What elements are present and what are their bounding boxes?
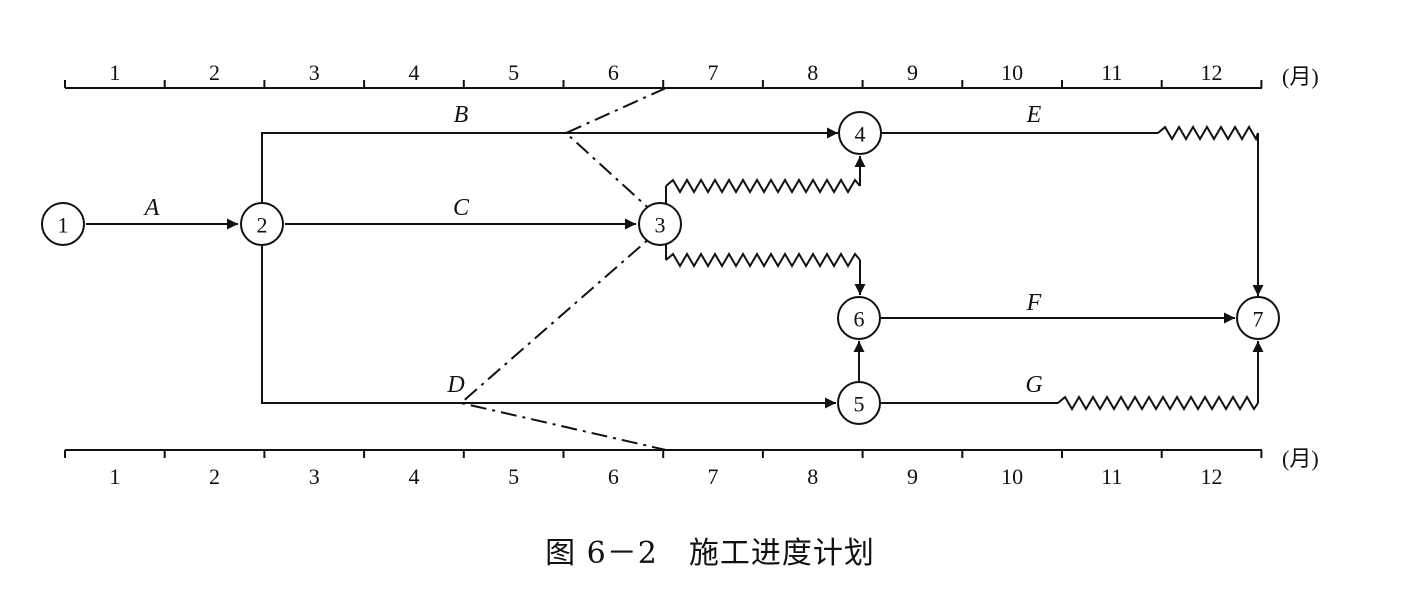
node-4: 4: [838, 111, 882, 155]
dummy-3-4-wave: [665, 178, 861, 194]
node-5: 5: [837, 381, 881, 425]
activity-e: E: [881, 102, 1264, 296]
activity-b-arrow: [261, 127, 838, 202]
node-2-label: 2: [257, 213, 268, 238]
bottom-scale-month-label: 3: [309, 464, 320, 489]
bottom-scale-month-label: 5: [508, 464, 519, 489]
figure-caption: 图 6－2 施工进度计划: [545, 536, 875, 571]
node-1: 1: [41, 202, 85, 246]
top-scale-month-label: 3: [309, 60, 320, 85]
activity-g-label: G: [1025, 372, 1042, 398]
dummy-3-4: [665, 156, 866, 206]
activity-e-free-float-wave: [1157, 125, 1259, 142]
node-3: 3: [638, 202, 682, 246]
activity-b: B: [261, 102, 838, 202]
bottom-scale-month-label: 12: [1201, 464, 1223, 489]
dummy-3-6: [665, 242, 866, 295]
node-6-label: 6: [854, 307, 865, 332]
node-3-label: 3: [655, 213, 666, 238]
top-scale-month-label: 9: [907, 60, 918, 85]
top-scale-month-label: 2: [209, 60, 220, 85]
node-7: 7: [1236, 296, 1280, 340]
top-scale-month-label: 12: [1201, 60, 1223, 85]
node-2: 2: [240, 202, 284, 246]
dummy-3-6-wave: [665, 252, 861, 268]
top-scale-month-label: 4: [408, 60, 419, 85]
node-7-label: 7: [1253, 307, 1264, 332]
activity-d-label: D: [446, 372, 464, 398]
top-scale-month-label: 10: [1001, 60, 1023, 85]
activity-e-label: E: [1026, 102, 1042, 128]
activity-d: D: [261, 246, 836, 409]
node-6: 6: [837, 296, 881, 340]
bottom-scale-month-label: 1: [109, 464, 120, 489]
activity-f: F: [881, 290, 1235, 324]
activity-g: G: [881, 341, 1264, 411]
node-4-label: 4: [855, 122, 866, 147]
bottom-scale-month-label: 2: [209, 464, 220, 489]
activity-a-label: A: [143, 195, 160, 221]
activity-c-label: C: [453, 195, 470, 221]
top-scale-month-label: 6: [608, 60, 619, 85]
bottom-unit-label: (月): [1282, 446, 1319, 471]
activity-d-arrow: [261, 246, 836, 409]
activity-b-label: B: [454, 102, 469, 128]
top-scale-month-label: 11: [1101, 60, 1122, 85]
bottom-scale-month-label: 8: [807, 464, 818, 489]
node-5-label: 5: [854, 392, 865, 417]
top-scale-month-label: 1: [109, 60, 120, 85]
bottom-scale-month-label: 7: [708, 464, 719, 489]
top-scale-month-label: 7: [708, 60, 719, 85]
activity-c: C: [285, 195, 636, 230]
node-1-label: 1: [58, 213, 69, 238]
top-scale-month-label: 8: [807, 60, 818, 85]
activity-g-free-float-wave: [1057, 395, 1259, 411]
bottom-scale-month-label: 11: [1101, 464, 1122, 489]
top-unit-label: (月): [1282, 64, 1319, 89]
progress-check-line: [458, 87, 668, 451]
top-scale-month-label: 5: [508, 60, 519, 85]
activity-a: A: [86, 195, 238, 230]
activity-f-label: F: [1026, 290, 1042, 316]
bottom-scale-month-label: 10: [1001, 464, 1023, 489]
bottom-scale-month-label: 6: [608, 464, 619, 489]
bottom-scale-month-label: 4: [408, 464, 419, 489]
bottom-scale-month-label: 9: [907, 464, 918, 489]
